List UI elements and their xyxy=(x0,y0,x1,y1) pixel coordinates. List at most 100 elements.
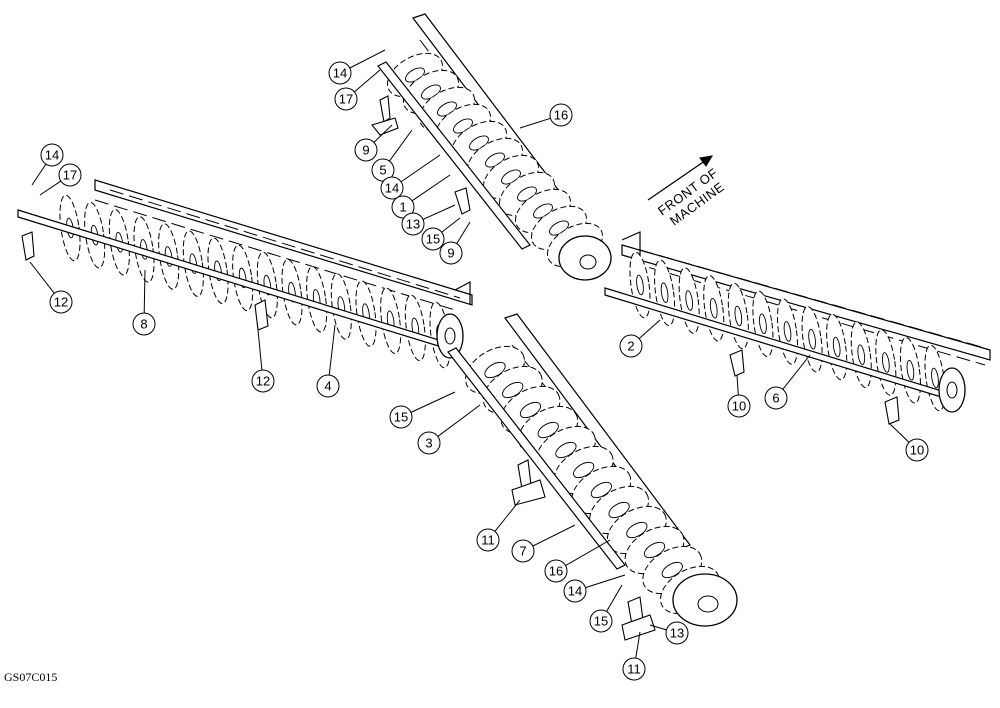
callout-circle xyxy=(49,290,73,314)
callout-leader xyxy=(565,539,611,566)
callout-number: 17 xyxy=(339,92,353,107)
callout-circle xyxy=(389,405,413,429)
callout-number: 9 xyxy=(362,143,369,158)
callout-number: 5 xyxy=(379,163,386,178)
callout-number: 2 xyxy=(627,339,634,354)
callout-number: 11 xyxy=(481,533,495,548)
callout-circle xyxy=(476,528,500,552)
callout-leader xyxy=(143,269,146,314)
callout-number: 8 xyxy=(140,317,147,332)
disc-hub xyxy=(906,359,915,381)
disc-hub xyxy=(709,297,718,319)
callout-circle xyxy=(58,163,82,187)
callout-number: 14 xyxy=(333,66,347,81)
callout-circle xyxy=(328,61,352,85)
callout-number: 15 xyxy=(426,232,440,247)
right-gang-assembly xyxy=(604,231,991,413)
disc-hub xyxy=(783,321,792,342)
callout-number: 7 xyxy=(519,544,526,559)
callout-circle xyxy=(905,438,929,462)
callout-circle xyxy=(417,431,441,455)
callout-leader xyxy=(638,319,661,340)
callout-number: 17 xyxy=(63,168,77,183)
disc-hub xyxy=(808,328,816,350)
disc-hub xyxy=(881,352,890,373)
callout-leader xyxy=(889,423,910,443)
callout-circle xyxy=(421,227,445,251)
callout-circle xyxy=(316,374,340,398)
disc-hub xyxy=(931,367,939,389)
callout-number: 12 xyxy=(256,374,270,389)
callout-number: 1 xyxy=(399,200,406,215)
callout-number: 3 xyxy=(425,436,432,451)
disc-hub xyxy=(759,313,767,335)
callout-circle xyxy=(665,621,689,645)
callout-circle xyxy=(354,138,378,162)
callout-number: 16 xyxy=(554,108,568,123)
callout-circle xyxy=(251,369,275,393)
callout-number: 10 xyxy=(732,399,746,414)
callout-number: 14 xyxy=(385,181,399,196)
callout-leader xyxy=(635,631,641,659)
callout-leader xyxy=(328,324,336,376)
callout-leader xyxy=(519,117,551,129)
left-gang-assembly xyxy=(17,179,473,369)
callout-leader xyxy=(422,204,456,220)
bottom-gang-assembly xyxy=(447,313,738,627)
callout-number: 10 xyxy=(910,443,924,458)
callout-circle xyxy=(334,87,358,111)
disc-hub xyxy=(832,336,841,358)
callout-leader xyxy=(31,163,47,186)
callout-number: 12 xyxy=(54,295,68,310)
callout-circle xyxy=(439,241,463,265)
callout-circle xyxy=(40,143,64,167)
callout-circle xyxy=(727,394,751,418)
disc-hub xyxy=(734,305,743,327)
callout-circle xyxy=(764,386,788,410)
callout-leader xyxy=(349,49,386,69)
disc-hub xyxy=(685,290,694,311)
drawing-id: GS07C015 xyxy=(4,670,58,684)
callout-circle xyxy=(563,579,587,603)
callout-number: 16 xyxy=(549,564,563,579)
callout-leader xyxy=(39,180,62,196)
callout-leader xyxy=(606,584,623,612)
callout-number: 13 xyxy=(670,626,684,641)
disc-hub xyxy=(660,282,669,304)
callout-number: 4 xyxy=(324,379,331,394)
callout-leader xyxy=(410,391,456,413)
front-of-machine-indicator: FRONT OF MACHINE xyxy=(647,155,727,228)
top-gang-assembly xyxy=(377,13,612,281)
callout-leader xyxy=(585,574,626,589)
callout-leader xyxy=(373,124,393,143)
callout-number: 11 xyxy=(627,662,641,677)
callout-leader xyxy=(649,624,667,631)
callout-circle xyxy=(511,539,535,563)
callout-number: 14 xyxy=(45,148,59,163)
callout-leader xyxy=(782,354,811,390)
callout-circle xyxy=(619,334,643,358)
callout-leader xyxy=(456,221,471,244)
callout-leader xyxy=(411,174,451,202)
callout-leader xyxy=(257,329,263,371)
callout-circle xyxy=(401,212,425,236)
callout-leader xyxy=(437,404,481,437)
callout-leader xyxy=(494,499,521,532)
callout-leader xyxy=(400,154,441,183)
disc-hub xyxy=(857,344,866,366)
callout-leader xyxy=(389,129,413,162)
callout-leader xyxy=(441,217,461,233)
callout-circle xyxy=(380,176,404,200)
callout-number: 15 xyxy=(394,410,408,425)
callout-leader xyxy=(354,69,381,93)
callout-circle xyxy=(549,103,573,127)
disc-hub xyxy=(636,274,644,296)
callout-circle xyxy=(132,312,156,336)
callout-number: 13 xyxy=(406,217,420,232)
callout-leader xyxy=(736,374,739,396)
scraper-parts xyxy=(21,95,900,641)
callout-circle xyxy=(589,609,613,633)
callout-number: 6 xyxy=(772,391,779,406)
callout-circle xyxy=(622,657,646,681)
